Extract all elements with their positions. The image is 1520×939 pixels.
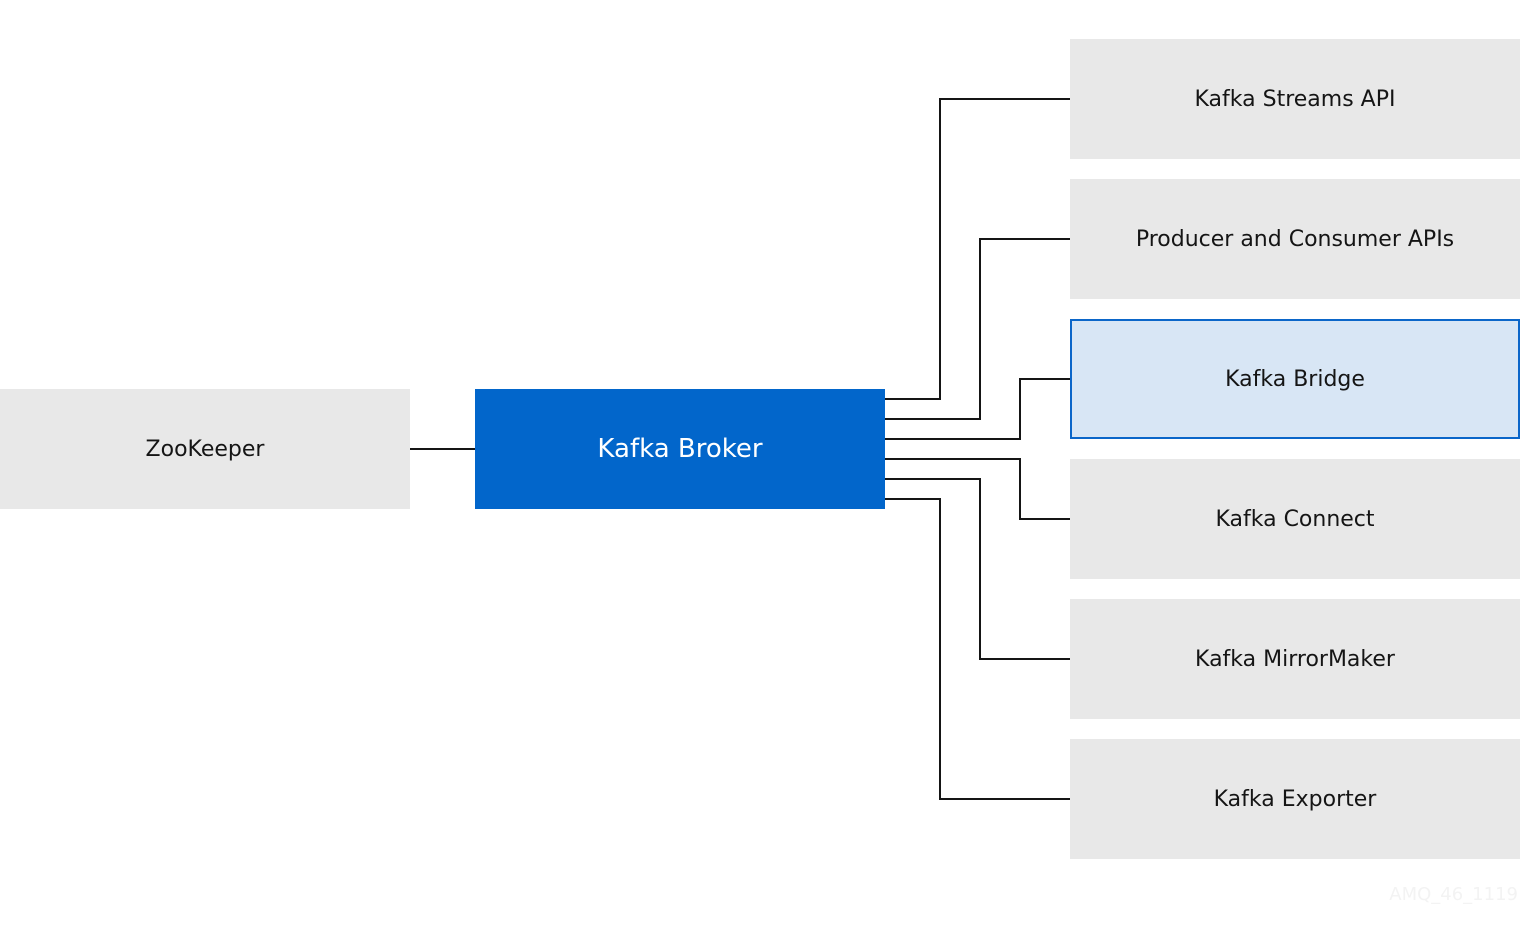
connector-kafka-bridge [885, 378, 1070, 440]
kafka-connect-label: Kafka Connect [1215, 506, 1375, 532]
kafka-exporter-label: Kafka Exporter [1213, 786, 1377, 812]
figure-id-watermark: AMQ_46_1119 [1389, 884, 1518, 905]
kafka-streams-api-label: Kafka Streams API [1194, 86, 1396, 112]
zookeeper-box: ZooKeeper [0, 389, 410, 509]
kafka-streams-api-box: Kafka Streams API [1070, 39, 1520, 159]
connector-kafka-mirrormaker [885, 478, 1070, 660]
zookeeper-label: ZooKeeper [145, 436, 265, 462]
kafka-mirrormaker-box: Kafka MirrorMaker [1070, 599, 1520, 719]
kafka-broker-box: Kafka Broker [475, 389, 885, 509]
kafka-broker-label: Kafka Broker [597, 434, 763, 464]
connector-producer-consumer-apis [885, 238, 1070, 420]
kafka-exporter-box: Kafka Exporter [1070, 739, 1520, 859]
connector-kafka-exporter [885, 498, 1070, 800]
kafka-connect-box: Kafka Connect [1070, 459, 1520, 579]
producer-consumer-apis-box: Producer and Consumer APIs [1070, 179, 1520, 299]
producer-consumer-apis-label: Producer and Consumer APIs [1135, 226, 1455, 252]
kafka-mirrormaker-label: Kafka MirrorMaker [1195, 646, 1395, 672]
connector-kafka-connect [885, 458, 1070, 520]
connector-streams-api [885, 98, 1070, 400]
kafka-bridge-label: Kafka Bridge [1225, 366, 1365, 392]
kafka-bridge-box: Kafka Bridge [1070, 319, 1520, 439]
